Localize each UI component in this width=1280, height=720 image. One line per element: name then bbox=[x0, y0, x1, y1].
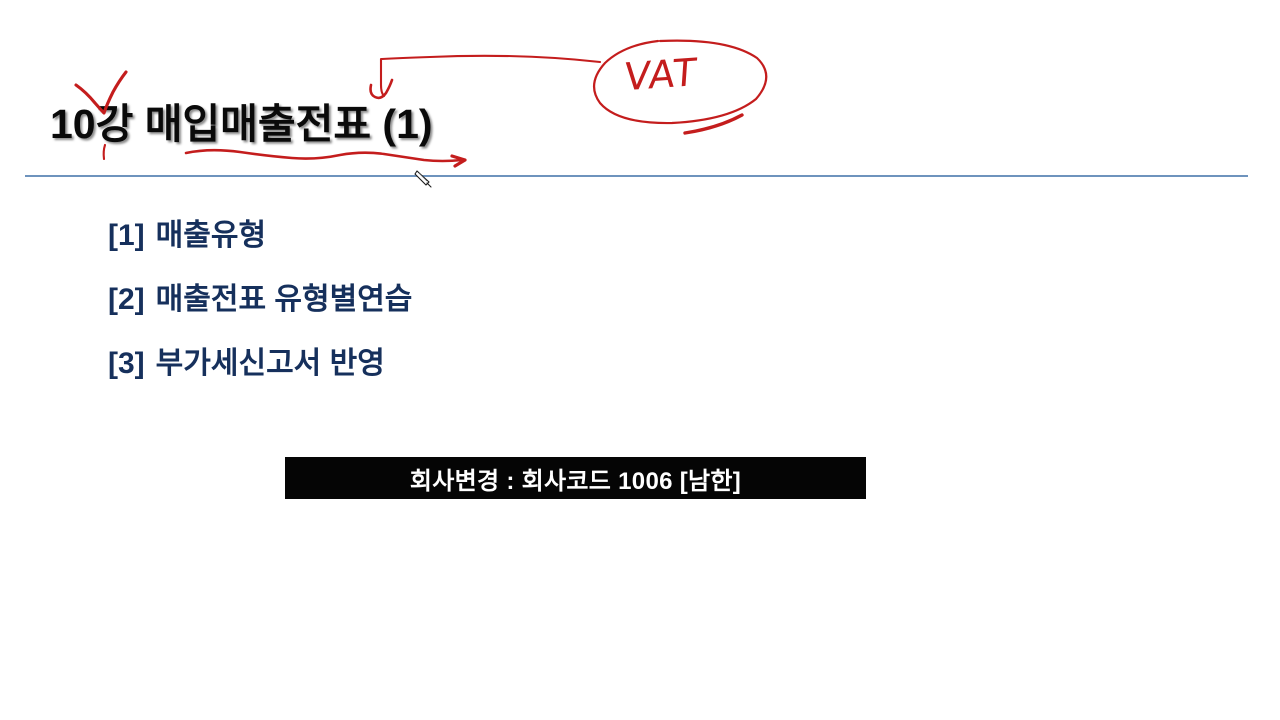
list-item: [3] 부가세신고서 반영 bbox=[108, 344, 808, 408]
list-item-label: 부가세신고서 반영 bbox=[155, 347, 385, 380]
title-divider bbox=[25, 175, 1248, 177]
leader-line-icon bbox=[379, 54, 602, 98]
agenda-list: [1] 매출유형 [2] 매출전표 유형별연습 [3] 부가세신고서 반영 bbox=[108, 216, 808, 408]
list-item: [2] 매출전표 유형별연습 bbox=[108, 280, 808, 344]
list-item-index: [3] bbox=[108, 347, 145, 380]
list-item-label: 매출전표 유형별연습 bbox=[155, 283, 413, 316]
list-item-label: 매출유형 bbox=[155, 219, 267, 252]
pen-cursor bbox=[414, 170, 432, 188]
leader-line-arrowhead-icon bbox=[369, 78, 394, 100]
company-change-banner-text: 회사변경 : 회사코드 1006 [남한] bbox=[409, 467, 742, 495]
page-title: 10강 매입매출전표 (1) bbox=[50, 101, 433, 147]
vat-annotation-label: VAT bbox=[622, 49, 699, 100]
list-item: [1] 매출유형 bbox=[108, 216, 808, 280]
wavy-underline-arrowhead-icon bbox=[450, 154, 467, 168]
list-item-index: [2] bbox=[108, 283, 145, 316]
company-change-banner: 회사변경 : 회사코드 1006 [남한] bbox=[285, 457, 866, 499]
wavy-underline-icon bbox=[184, 148, 464, 163]
vat-ellipse-emphasis-icon bbox=[683, 113, 744, 135]
list-item-index: [1] bbox=[108, 219, 145, 252]
